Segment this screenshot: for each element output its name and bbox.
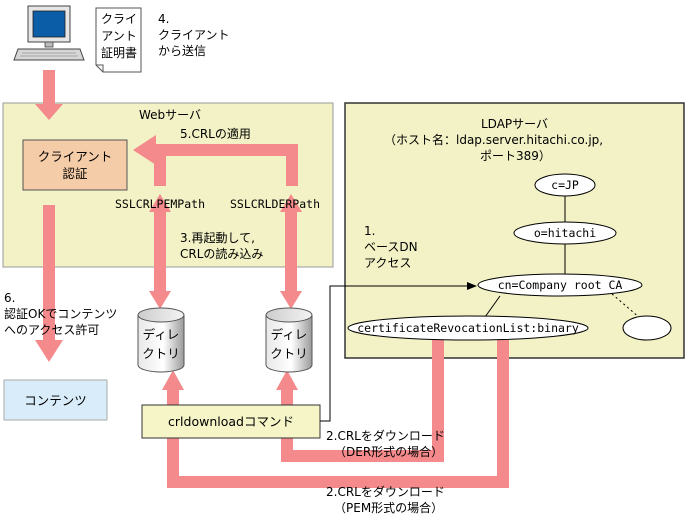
ldap-node-other [622,315,672,341]
directory-pem-cylinder [137,307,185,373]
directory-der-label: ディレ クトリ [270,327,308,361]
ldap-node-cn [477,273,643,297]
ldap-node-c-jp-label: c=JP [551,178,579,192]
ldap-node-c-jp [534,173,596,197]
ldap-node-cn-label: cn=Company root CA [497,278,623,292]
client-auth-box [22,139,128,191]
access-ok-label: 6. 認証OKでコンテンツ へのアクセス許可 [4,291,118,337]
pem-path-label: SSLCRLPEMPath [115,197,206,211]
arrow-pem-path-directory [149,194,171,309]
ldap-node-crl-label: certificateRevocationList:binary [357,321,579,335]
arrow-client-auth-to-contents [35,205,63,362]
download-pem-label: 2.CRLをダウンロード （PEM形式の場合） [326,485,445,515]
arrow-pc-to-client-auth [35,70,63,120]
crl-apply-label: 5.CRLの適用 [180,127,251,141]
ldap-port-label: ポート389） [480,149,551,163]
ldap-node-crl [347,315,589,341]
computer-icon [13,5,85,61]
command-to-ldap-line [320,282,477,422]
command-label: crldownloadコマンド [168,414,294,429]
ldap-host-label: （ホスト名：ldap.server.hitachi.co.jp, [384,133,604,147]
base-dn-label: 1. ベースDN アクセス [364,224,418,270]
ldap-server-title: LDAPサーバ [481,117,549,131]
pc-send-label: 4. クライアント から送信 [158,12,230,58]
ldap-server-box [344,102,685,359]
directory-pem-label: ディレ クトリ [142,327,180,361]
ldap-node-o-hitachi-label: o=hitachi [533,226,597,240]
contents-box [3,379,108,421]
client-auth-label: クライアント認証 [37,149,113,181]
web-server-title: Webサーバ [139,108,202,122]
arrow-crl-apply [133,135,298,186]
contents-label: コンテンツ [24,392,87,408]
download-der-label: 2.CRLをダウンロード （DER形式の場合） [326,429,445,459]
ldap-tree-lines [484,196,641,319]
der-path-label: SSLCRLDERPath [230,197,321,211]
ldap-node-o-hitachi [513,221,617,245]
directory-der-cylinder [265,307,313,373]
reload-label: 3.再起動して, CRLの読み込み [180,231,264,261]
certificate-document-icon [95,7,142,73]
arrow-der-path-directory [280,194,302,309]
certificate-label: クライ アント 証明書 [100,12,137,60]
